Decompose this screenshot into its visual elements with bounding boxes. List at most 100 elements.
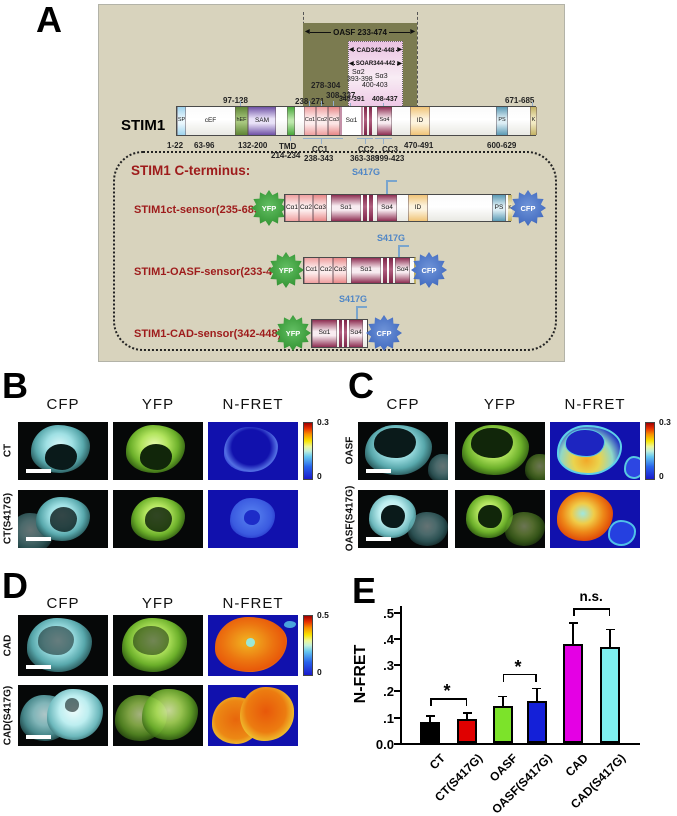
y-tick-label: .5	[383, 605, 394, 621]
panel-b-letter: B	[2, 365, 28, 406]
sig-bracket	[502, 673, 537, 676]
x-label-CT: CT	[426, 751, 448, 773]
micrograph-oasfs417g-cfp	[358, 490, 448, 548]
bar-CAD	[563, 644, 583, 743]
range-308-337: 308-337	[326, 91, 356, 100]
panel-b: B CFP YFP N-FRET CT CT(S417G)	[0, 368, 340, 565]
sig-label: n.s.	[579, 589, 603, 605]
sensor3-domain-bar: Sα1 Sα4	[311, 319, 368, 348]
domain-sa3-stripe	[369, 107, 372, 135]
callout-elbow	[356, 306, 367, 308]
micrograph-cts417g-yfp	[113, 490, 203, 548]
callout-elbow	[356, 306, 358, 319]
y-tick	[394, 637, 400, 640]
domain-ca2: Cα2	[299, 195, 313, 221]
cc3-range: 399-423	[375, 154, 405, 163]
scale-bar	[366, 537, 392, 542]
domain-tmd	[287, 107, 295, 135]
range-470-491: 470-491	[404, 141, 434, 150]
connector-line	[309, 101, 310, 106]
domain-sa3-stripe	[389, 258, 393, 283]
soar-range-label: SOAR344-442	[355, 61, 396, 67]
domain-sa2-stripe	[383, 258, 387, 283]
domain-ca1: Cα1	[304, 107, 316, 135]
cad-region-box	[348, 41, 403, 108]
bar-OASF	[492, 706, 513, 743]
range-97-128: 97-128	[223, 96, 248, 105]
micrograph-cts417g-cfp	[18, 490, 108, 548]
bar-CT	[420, 721, 440, 743]
sig-bracket-leg	[430, 698, 432, 707]
range-278-304: 278-304	[311, 81, 341, 90]
soar-span-arrow: ◀SOAR344-442▶	[349, 60, 402, 68]
callout-elbow	[386, 180, 388, 194]
connector-line	[383, 103, 384, 106]
fret-colorbar	[645, 422, 655, 480]
y-tick-label: .4	[383, 631, 394, 647]
col-header-cfp: CFP	[46, 595, 80, 612]
connector-line	[532, 102, 533, 106]
colorbar-max: 0.3	[659, 417, 671, 427]
cc2-range: 363-389	[350, 154, 380, 163]
domain-ca3: Cα3	[333, 258, 347, 283]
error-bar-cap	[462, 712, 472, 714]
error-bar-line	[501, 695, 504, 707]
domain-sa4: Sα4	[377, 107, 392, 135]
domain-id: ID	[408, 195, 428, 221]
sa2-range-label: 393-398	[347, 76, 373, 83]
sensor2-domain-bar: Cα1 Cα2 Cα3 Sα1 Sα4	[303, 257, 416, 284]
fret-colorbar	[303, 422, 313, 480]
y-tick-label: 0.0	[375, 737, 394, 752]
error-bar-cap	[498, 695, 507, 698]
scale-bar	[26, 537, 52, 542]
connector-line	[321, 138, 322, 144]
error-bar-cap	[605, 628, 615, 631]
callout-elbow	[398, 245, 409, 247]
col-header-nfret: N-FRET	[564, 396, 626, 413]
colorbar-min: 0	[659, 471, 664, 481]
range-345-391: 345-391	[339, 96, 365, 103]
sa3-label: Sα3	[375, 73, 388, 80]
y-tick	[394, 690, 400, 693]
col-header-nfret: N-FRET	[222, 396, 284, 413]
domain-sa2-stripe	[363, 195, 367, 221]
domain-ca1: Cα1	[304, 258, 319, 283]
sig-bracket	[573, 608, 610, 610]
connector-line	[383, 138, 384, 144]
callout-elbow	[386, 180, 397, 182]
cterminus-heading: STIM1 C-terminus:	[131, 163, 251, 178]
bar-OASF(S417G)	[526, 700, 547, 743]
panel-c-letter: C	[348, 365, 374, 406]
micrograph-cads417g-cfp	[18, 685, 108, 746]
cad-range-label: CAD342-448	[356, 46, 395, 54]
colorbar-min: 0	[317, 667, 322, 677]
colorbar-min: 0	[317, 471, 322, 481]
micrograph-ct-cfp	[18, 422, 108, 480]
scale-bar	[26, 664, 52, 669]
cc3-label: CC3	[382, 145, 399, 154]
error-bar-cap	[568, 622, 578, 624]
domain-sa1: Sα1	[340, 107, 363, 135]
cc1-bracket	[303, 138, 343, 139]
domain-sa4: Sα4	[395, 258, 410, 283]
y-tick-label: .2	[383, 684, 394, 700]
error-bar-line	[466, 712, 468, 720]
cad-span-arrow: ◀CAD342-448▶	[349, 46, 402, 54]
scale-bar	[366, 469, 392, 474]
cc2-label: CC2	[358, 145, 375, 154]
arrow-right-icon: ▶	[410, 29, 415, 35]
sa2-label: Sα2	[352, 69, 365, 76]
arrow-right-icon: ▶	[397, 47, 402, 53]
domain-sa3-stripe	[344, 320, 347, 347]
y-tick-label: .3	[383, 658, 394, 674]
micrograph-oasf-nfret	[550, 422, 640, 480]
micrograph-oasf-cfp	[358, 422, 448, 480]
micrograph-cads417g-nfret	[208, 685, 298, 746]
bar-CT(S417G)	[457, 719, 477, 743]
col-header-yfp: YFP	[141, 396, 175, 413]
panel-e-letter: E	[352, 570, 377, 611]
domain-ca2: Cα2	[316, 107, 328, 135]
micrograph-oasfs417g-yfp	[455, 490, 545, 548]
